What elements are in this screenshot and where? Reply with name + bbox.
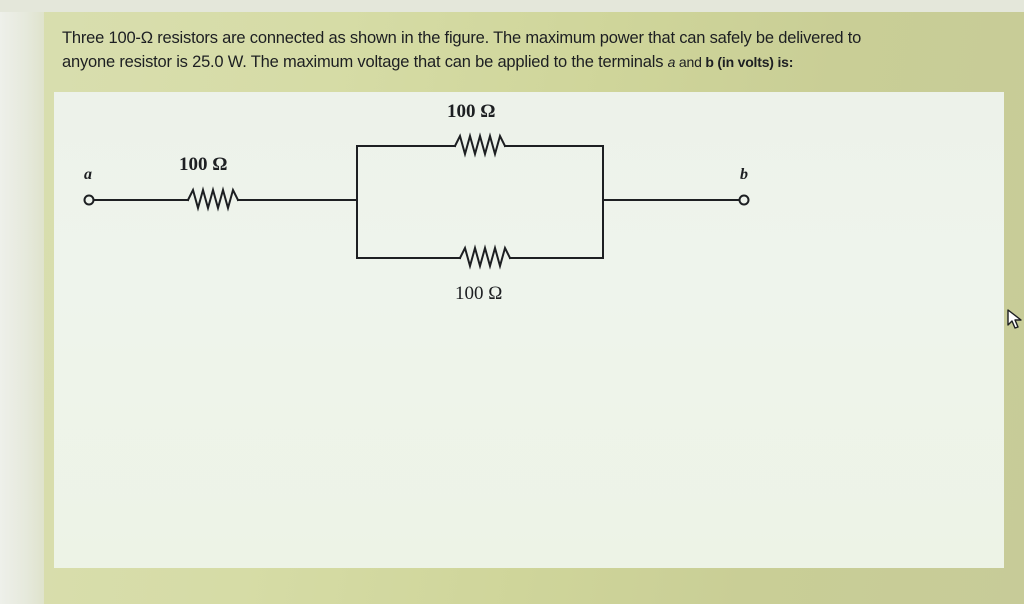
- question-terminal-a: a: [667, 54, 676, 70]
- question-line-2-text: anyone resistor is 25.0 W. The maximum v…: [62, 53, 668, 71]
- terminal-b-icon: [738, 194, 750, 206]
- question-line-2-tail: a and b (in volts) is:: [668, 54, 794, 70]
- bottom-resistor-icon: [458, 244, 512, 270]
- question-and: and: [675, 54, 706, 70]
- left-margin-strip: [0, 0, 44, 604]
- terminal-a-icon: [83, 194, 95, 206]
- bottom-resistor-label: 100 Ω: [455, 283, 503, 304]
- terminal-a-label: a: [84, 166, 92, 183]
- question-text: Three 100-Ω resistors are connected as s…: [62, 26, 1012, 74]
- question-line-2: anyone resistor is 25.0 W. The maximum v…: [62, 50, 1012, 74]
- question-line-1: Three 100-Ω resistors are connected as s…: [62, 29, 862, 47]
- circuit-figure-panel: [54, 92, 1004, 568]
- question-line-2-end: (in volts) is:: [713, 54, 794, 70]
- series-resistor-label: 100 Ω: [179, 154, 228, 175]
- top-resistor-label: 100 Ω: [447, 101, 496, 122]
- terminal-b-label: b: [740, 166, 748, 183]
- top-margin-strip: [0, 0, 1024, 12]
- series-resistor-icon: [186, 186, 240, 212]
- question-terminal-b: b: [705, 54, 714, 70]
- mouse-pointer-icon: [1007, 309, 1022, 329]
- top-resistor-icon: [453, 132, 507, 158]
